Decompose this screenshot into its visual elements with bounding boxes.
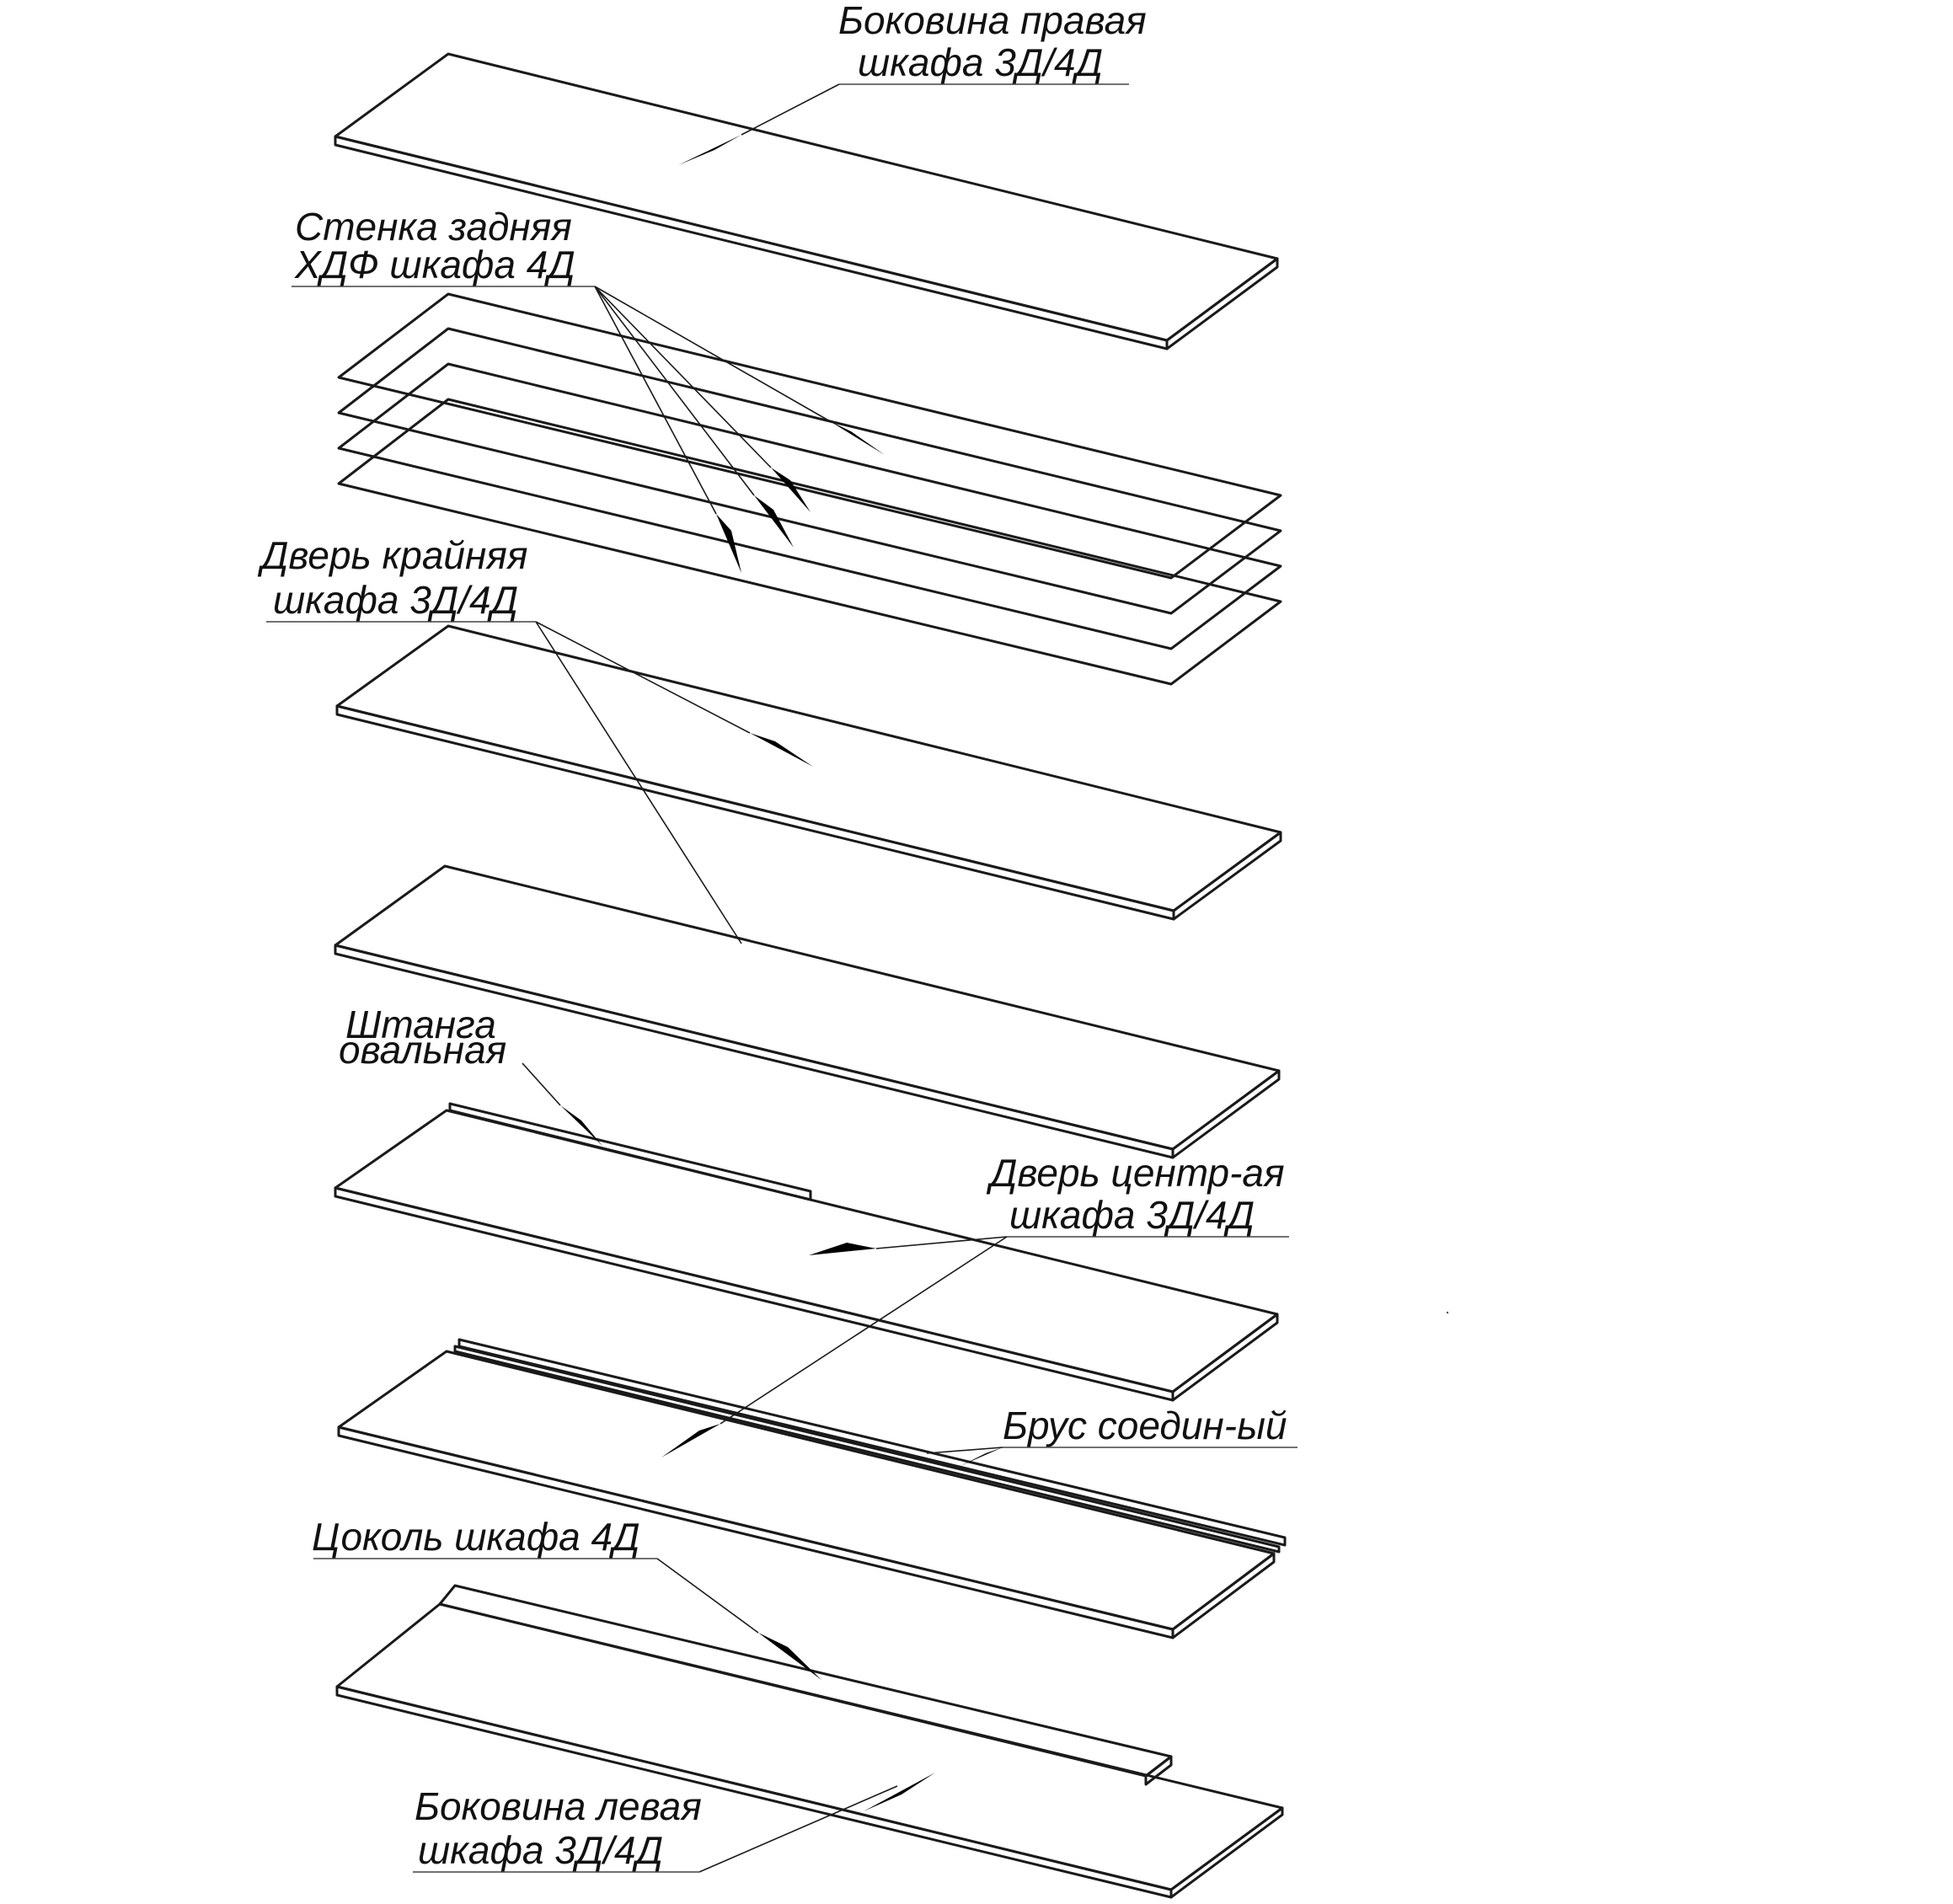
leader-side-left <box>698 1785 898 1873</box>
label-door-center-line2: шкафа 3Д/4Д <box>1009 1193 1255 1237</box>
panel-with-beam <box>337 1338 1287 1639</box>
panel-door-outer-1-face <box>335 624 1282 912</box>
panel-side-left <box>335 1584 1284 1899</box>
hdf-back-wall-stack <box>337 292 1282 686</box>
arrow-back-wall-3 <box>754 495 794 548</box>
label-door-center: Дверь центр-ая шкафа 3Д/4Д <box>986 1151 1289 1238</box>
label-door-outer-line1: Дверь крайняя <box>257 533 527 577</box>
leader-back-wall-3 <box>594 286 755 496</box>
stray-dot <box>1446 1311 1449 1314</box>
plinth-end <box>1144 1755 1173 1786</box>
arrowheads <box>560 135 1003 1811</box>
label-door-outer-line2: шкафа 3Д/4Д <box>273 578 518 622</box>
label-rod-line1: Штанга <box>345 1003 496 1046</box>
label-side-left-line2: шкафа 3Д/4Д <box>418 1828 663 1872</box>
leader-door-center <box>875 1236 1008 1249</box>
panel-door-outer-2-end <box>1171 1069 1281 1159</box>
arrow-back-wall-4 <box>716 514 741 573</box>
label-side-right: Боковина правая шкафа 3Д/4Д <box>838 0 1147 85</box>
panel-door-center <box>334 1102 1279 1402</box>
connecting-beam <box>457 1338 1287 1547</box>
panel-door-outer-1-end <box>1172 831 1282 921</box>
label-back-wall: Стенка задняя ХДФ шкафа 4Д <box>292 205 595 287</box>
arrow-plinth <box>758 1633 821 1680</box>
panel-side-right-end <box>1165 257 1279 350</box>
panel-with-beam-end <box>1171 1552 1276 1639</box>
label-beam: Брус соедин-ый <box>1003 1404 1298 1448</box>
arrow-beam <box>960 1447 1003 1466</box>
arrow-rod <box>560 1105 602 1146</box>
hdf-sheet-4 <box>337 398 1282 686</box>
arrow-door-outer-1 <box>750 733 813 767</box>
label-back-wall-line1: Стенка задняя <box>295 205 572 249</box>
arrow-side-left <box>864 1773 935 1811</box>
label-rod-line2: овальная <box>339 1028 506 1072</box>
label-side-left: Боковина левая шкафа 3Д/4Д <box>413 1784 702 1873</box>
leader-back-wall-2 <box>594 286 772 468</box>
leader-door-outer-2 <box>535 621 742 944</box>
arrow-door-center-2 <box>661 1424 720 1457</box>
label-plinth: Цоколь шкафа 4Д <box>312 1515 657 1559</box>
panel-side-left-end <box>1169 1806 1284 1899</box>
leader-door-center-2 <box>720 1236 1008 1425</box>
label-plinth-line1: Цоколь шкафа 4Д <box>312 1515 640 1559</box>
panel-door-outer-1 <box>335 624 1282 921</box>
label-door-center-line1: Дверь центр-ая <box>986 1151 1285 1195</box>
label-side-right-line1: Боковина правая <box>838 0 1147 42</box>
arrow-side-right <box>678 135 741 165</box>
arrow-door-center <box>809 1243 876 1255</box>
arrow-back-wall-1 <box>830 421 885 455</box>
label-side-left-line1: Боковина левая <box>415 1784 702 1828</box>
leader-rod <box>522 1062 561 1106</box>
panel-with-beam-face <box>337 1350 1276 1631</box>
leader-side-right <box>741 83 840 136</box>
hdf-sheet-3 <box>337 362 1282 650</box>
label-side-right-line2: шкафа 3Д/4Д <box>858 40 1103 84</box>
leader-door-outer-1 <box>535 621 751 734</box>
arrow-back-wall-2 <box>771 468 811 512</box>
connecting-beam-2 <box>453 1345 1281 1554</box>
panel-door-outer-2 <box>334 864 1281 1159</box>
leader-plinth <box>656 1558 759 1634</box>
leader-back-wall-4 <box>594 286 717 515</box>
hdf-sheet-2 <box>337 327 1282 615</box>
hdf-sheet-1 <box>337 292 1282 580</box>
panel-side-right <box>334 52 1279 350</box>
leader-back-wall-1 <box>594 286 831 422</box>
leader-lines <box>522 83 1008 1873</box>
label-beam-line1: Брус соедин-ый <box>1003 1404 1287 1447</box>
label-rod: Штанга овальная <box>339 1003 506 1072</box>
label-door-outer: Дверь крайняя шкафа 3Д/4Д <box>257 533 536 623</box>
panel-door-center-end <box>1171 1313 1279 1402</box>
panel-side-right-face <box>334 52 1279 342</box>
leader-beam <box>926 1447 1003 1454</box>
arrow-door-outer-2 <box>741 944 775 1011</box>
panel-door-outer-1-edge <box>335 704 1175 921</box>
label-back-wall-line2: ХДФ шкафа 4Д <box>294 243 575 286</box>
